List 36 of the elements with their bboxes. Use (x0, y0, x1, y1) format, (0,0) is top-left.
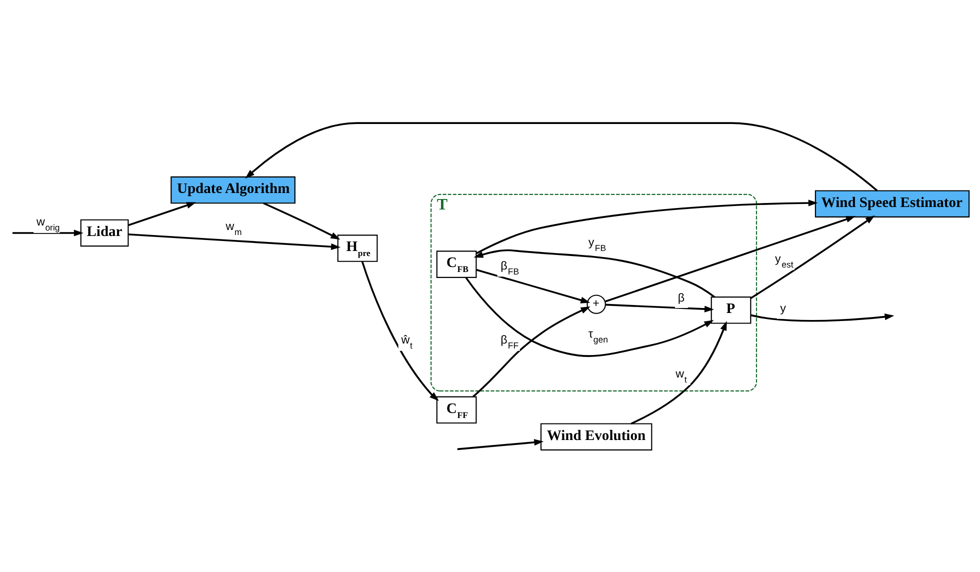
arrow (360, 260, 438, 400)
edge-label: β$_{FB}$ (500, 258, 519, 276)
node-box: C$_{FF}$ (436, 396, 476, 424)
edge-label: w$_{m}$ (225, 219, 242, 236)
arrow (262, 202, 340, 240)
arrow (473, 248, 715, 298)
edge-label: y$_{est}$ (774, 252, 793, 270)
node-box: Update Algorithm (170, 176, 295, 204)
arrow (456, 438, 544, 450)
edge-label: y (780, 302, 786, 315)
arrow (464, 276, 714, 356)
node-box: C$_{FB}$ (436, 250, 476, 278)
arrow (750, 214, 874, 298)
node-box: H$_{pre}$ (336, 234, 378, 262)
arrow (12, 229, 83, 236)
edge-label: ŵ$_{t}$ (400, 333, 412, 350)
edge-label: w$_{orig}$ (36, 215, 60, 232)
arrow (472, 306, 590, 397)
edge-label: β (677, 290, 684, 304)
edge-label: w$_{t}$ (675, 367, 686, 384)
edge-label: β$_{FF}$ (500, 333, 518, 350)
arrow (244, 122, 878, 191)
arrow (475, 268, 590, 303)
arrow (605, 303, 714, 312)
node-box: Wind Evolution (540, 422, 652, 450)
node-circle: + (586, 294, 606, 314)
arrow (630, 320, 726, 424)
arrow (127, 202, 196, 226)
edge-label: τ$_{gen}$ (588, 327, 608, 344)
node-box: Lidar (80, 218, 128, 246)
arrow (750, 312, 894, 322)
arrow (604, 216, 856, 302)
node-box: Wind Speed Estimator (814, 190, 970, 218)
edge-label: y$_{FB}$ (588, 235, 606, 252)
node-box: P (710, 296, 751, 324)
arrow (128, 232, 340, 250)
